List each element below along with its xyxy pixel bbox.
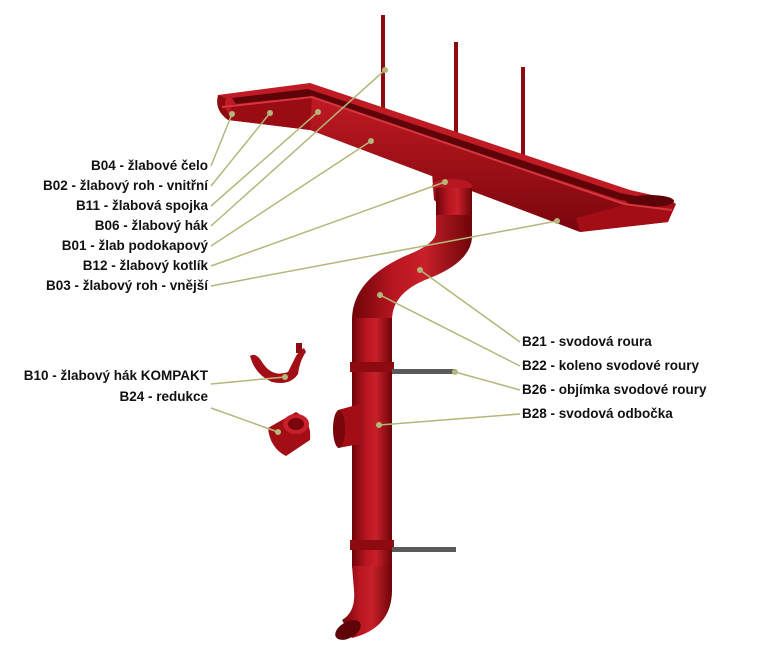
reduction-piece [268, 412, 311, 456]
leader-dots [229, 67, 560, 435]
leader-lines [210, 69, 558, 433]
label-b04-gutter-end: B04 - žlabové čelo [90, 158, 208, 173]
label-b21-downpipe: B21 - svodová roura [522, 334, 652, 349]
label-b11-gutter-joint: B11 - žlabová spojka [75, 198, 208, 213]
label-b06-gutter-hook: B06 - žlabový hák [94, 218, 208, 233]
label-b28-pipe-branch: B28 - svodová odbočka [522, 406, 673, 421]
label-b01-gutter: B01 - žlab podokapový [61, 238, 208, 253]
pipe-brackets [392, 369, 456, 552]
label-b26-pipe-bracket: B26 - objímka svodové roury [522, 382, 707, 397]
label-b22-pipe-elbow: B22 - koleno svodové roury [522, 358, 700, 373]
label-b02-inner-corner: B02 - žlabový roh - vnitřní [42, 178, 208, 193]
gutter-body [217, 83, 676, 232]
label-b10-kompakt-hook: B10 - žlabový hák KOMPAKT [23, 368, 208, 383]
label-b03-outer-corner: B03 - žlabový roh - vnější [45, 278, 208, 293]
label-b12-outlet: B12 - žlabový kotlík [82, 258, 208, 273]
downpipe [333, 215, 472, 640]
kompakt-hook [250, 343, 306, 383]
label-b24-reduction: B24 - redukce [119, 389, 208, 404]
